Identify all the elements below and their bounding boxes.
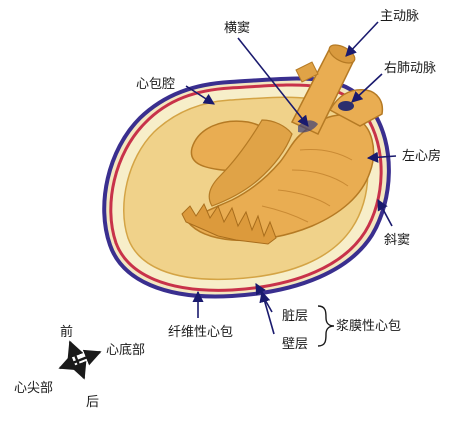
pulmonary-artery-lumen [338, 101, 354, 111]
serous-brace [317, 305, 335, 347]
label-aorta: 主动脉 [380, 9, 419, 24]
arrow-pulmonary-artery [351, 73, 383, 103]
label-parietal-layer: 壁层 [282, 337, 308, 352]
tissue-texture [261, 149, 353, 223]
arrow-oblique-sinus [377, 199, 393, 227]
label-left-atrium: 左心房 [402, 148, 441, 164]
label-transverse-sinus: 横窦 [224, 21, 250, 36]
label-visceral-layer: 脏层 [282, 309, 308, 324]
trabeculae [181, 202, 277, 245]
label-pulmonary-artery: 右肺动脉 [384, 61, 436, 76]
compass-base-label: 心底部 [106, 342, 145, 358]
pointer-arrows [185, 21, 397, 335]
label-fibrous-pericardium: 纤维性心包 [168, 325, 233, 340]
arrow-left-atrium [366, 151, 397, 163]
compass-apex-label: 心尖部 [14, 381, 53, 396]
compass-back-label: 后 [86, 395, 99, 410]
arrow-aorta [345, 21, 379, 57]
labels: 横窦 主动脉 右肺动脉 心包腔 左心房 斜窦 纤维性心包 脏层 壁层 浆膜性心包 [136, 9, 441, 352]
heart-tissue [181, 114, 375, 245]
arrow-transverse-sinus [237, 37, 309, 127]
arrow-pericardial-cavity [185, 85, 215, 105]
compass-horizontal-arrow [58, 349, 102, 371]
label-pericardial-cavity: 心包腔 [136, 77, 175, 92]
great-vessels [290, 44, 384, 135]
label-serous-pericardium: 浆膜性心包 [336, 319, 401, 334]
central-wall [208, 119, 293, 207]
pulmonary-artery-vessel [328, 88, 384, 127]
aorta-cuff [295, 61, 319, 83]
orientation-compass: 前 后 心尖部 心底部 [14, 324, 145, 410]
arrow-parietal-layer [259, 290, 275, 335]
label-oblique-sinus: 斜窦 [384, 233, 410, 248]
compass-front-label: 前 [60, 324, 73, 340]
